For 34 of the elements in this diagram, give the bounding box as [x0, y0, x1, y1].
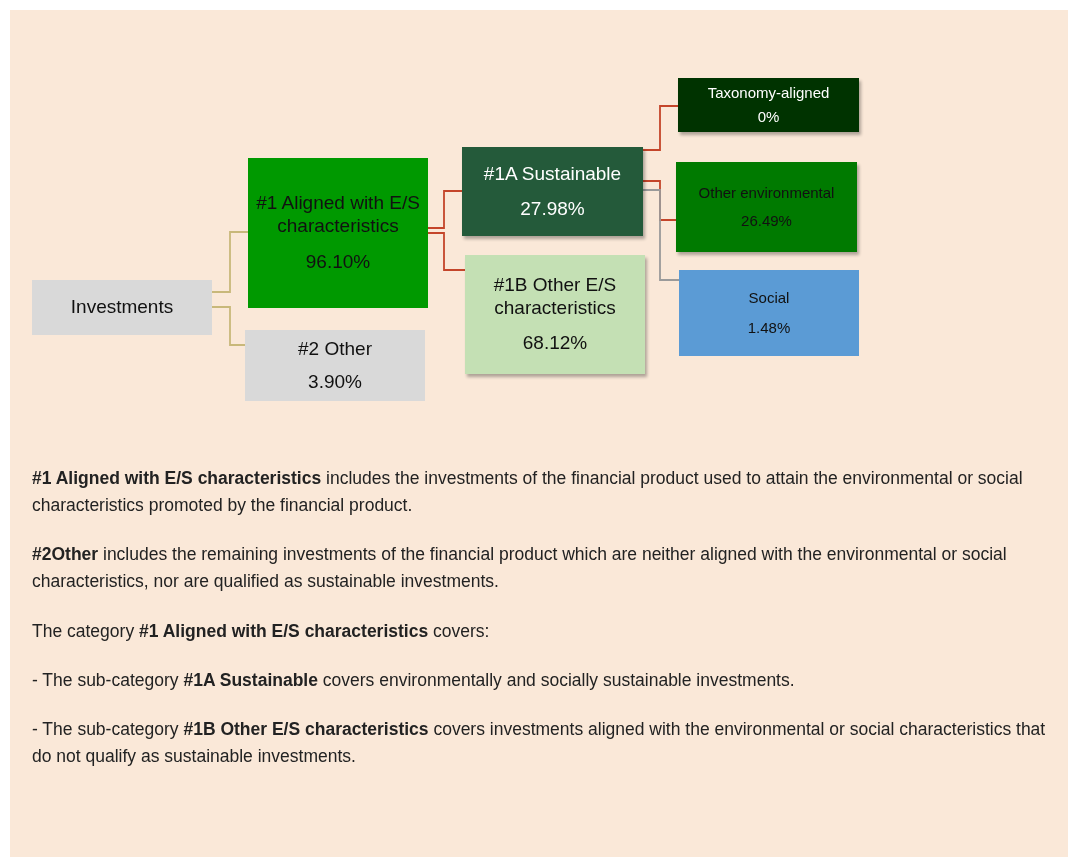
category-name: Taxonomy-aligned [707, 84, 830, 102]
percentage-value: 68.12% [522, 331, 588, 355]
category-box [462, 147, 643, 236]
note-paragraph: #2Other includes the remaining investments of the financial product which are neither aligned with the environmental or social characteristics, nor are qualified as sustainable investments. [32, 543, 1008, 594]
category-box [678, 78, 859, 132]
note-paragraph: - The sub-category #1B Other E/S characteristics covers investments aligned with the environmental or social characteristics that do not qualify as sustainable investments. [32, 717, 1047, 768]
note-paragraph: #1 Aligned with E/S characteristics includes the investments of the financial product used to attain the environmental or social characteristics promoted by the financial product. [32, 467, 1024, 518]
category-box [676, 162, 857, 252]
connector-line [427, 232, 466, 271]
percentage-value: 0% [757, 108, 780, 126]
connector-line [211, 231, 249, 293]
category-name: Other environmental [698, 184, 835, 202]
category-box [679, 270, 859, 356]
percentage-value: 26.49% [741, 212, 792, 230]
note-paragraph: - The sub-category #1A Sustainable covers environmentally and socially sustainable investments. [32, 668, 796, 692]
connector-line [642, 105, 679, 151]
connector-line [211, 306, 246, 346]
category-box [245, 330, 425, 401]
connector-line [642, 189, 680, 281]
category-name: #2 Other [298, 337, 372, 361]
note-paragraph: The category #1 Aligned with E/S characteristics covers: [32, 619, 491, 643]
percentage-value: 1.48% [747, 319, 791, 337]
percentage-value: 3.90% [308, 370, 362, 394]
category-name: #1B Other E/S characteristics [492, 274, 618, 320]
category-name: #1A Sustainable [483, 162, 622, 186]
category-name: #1 Aligned with E/S characteristics [256, 191, 420, 238]
percentage-value: 27.98% [520, 197, 585, 221]
category-name: Investments [70, 296, 174, 319]
category-box [32, 280, 212, 335]
category-box [248, 158, 428, 308]
category-box [465, 255, 645, 374]
percentage-value: 96.10% [305, 251, 371, 275]
connector-line [427, 190, 463, 229]
category-name: Social [748, 289, 790, 307]
